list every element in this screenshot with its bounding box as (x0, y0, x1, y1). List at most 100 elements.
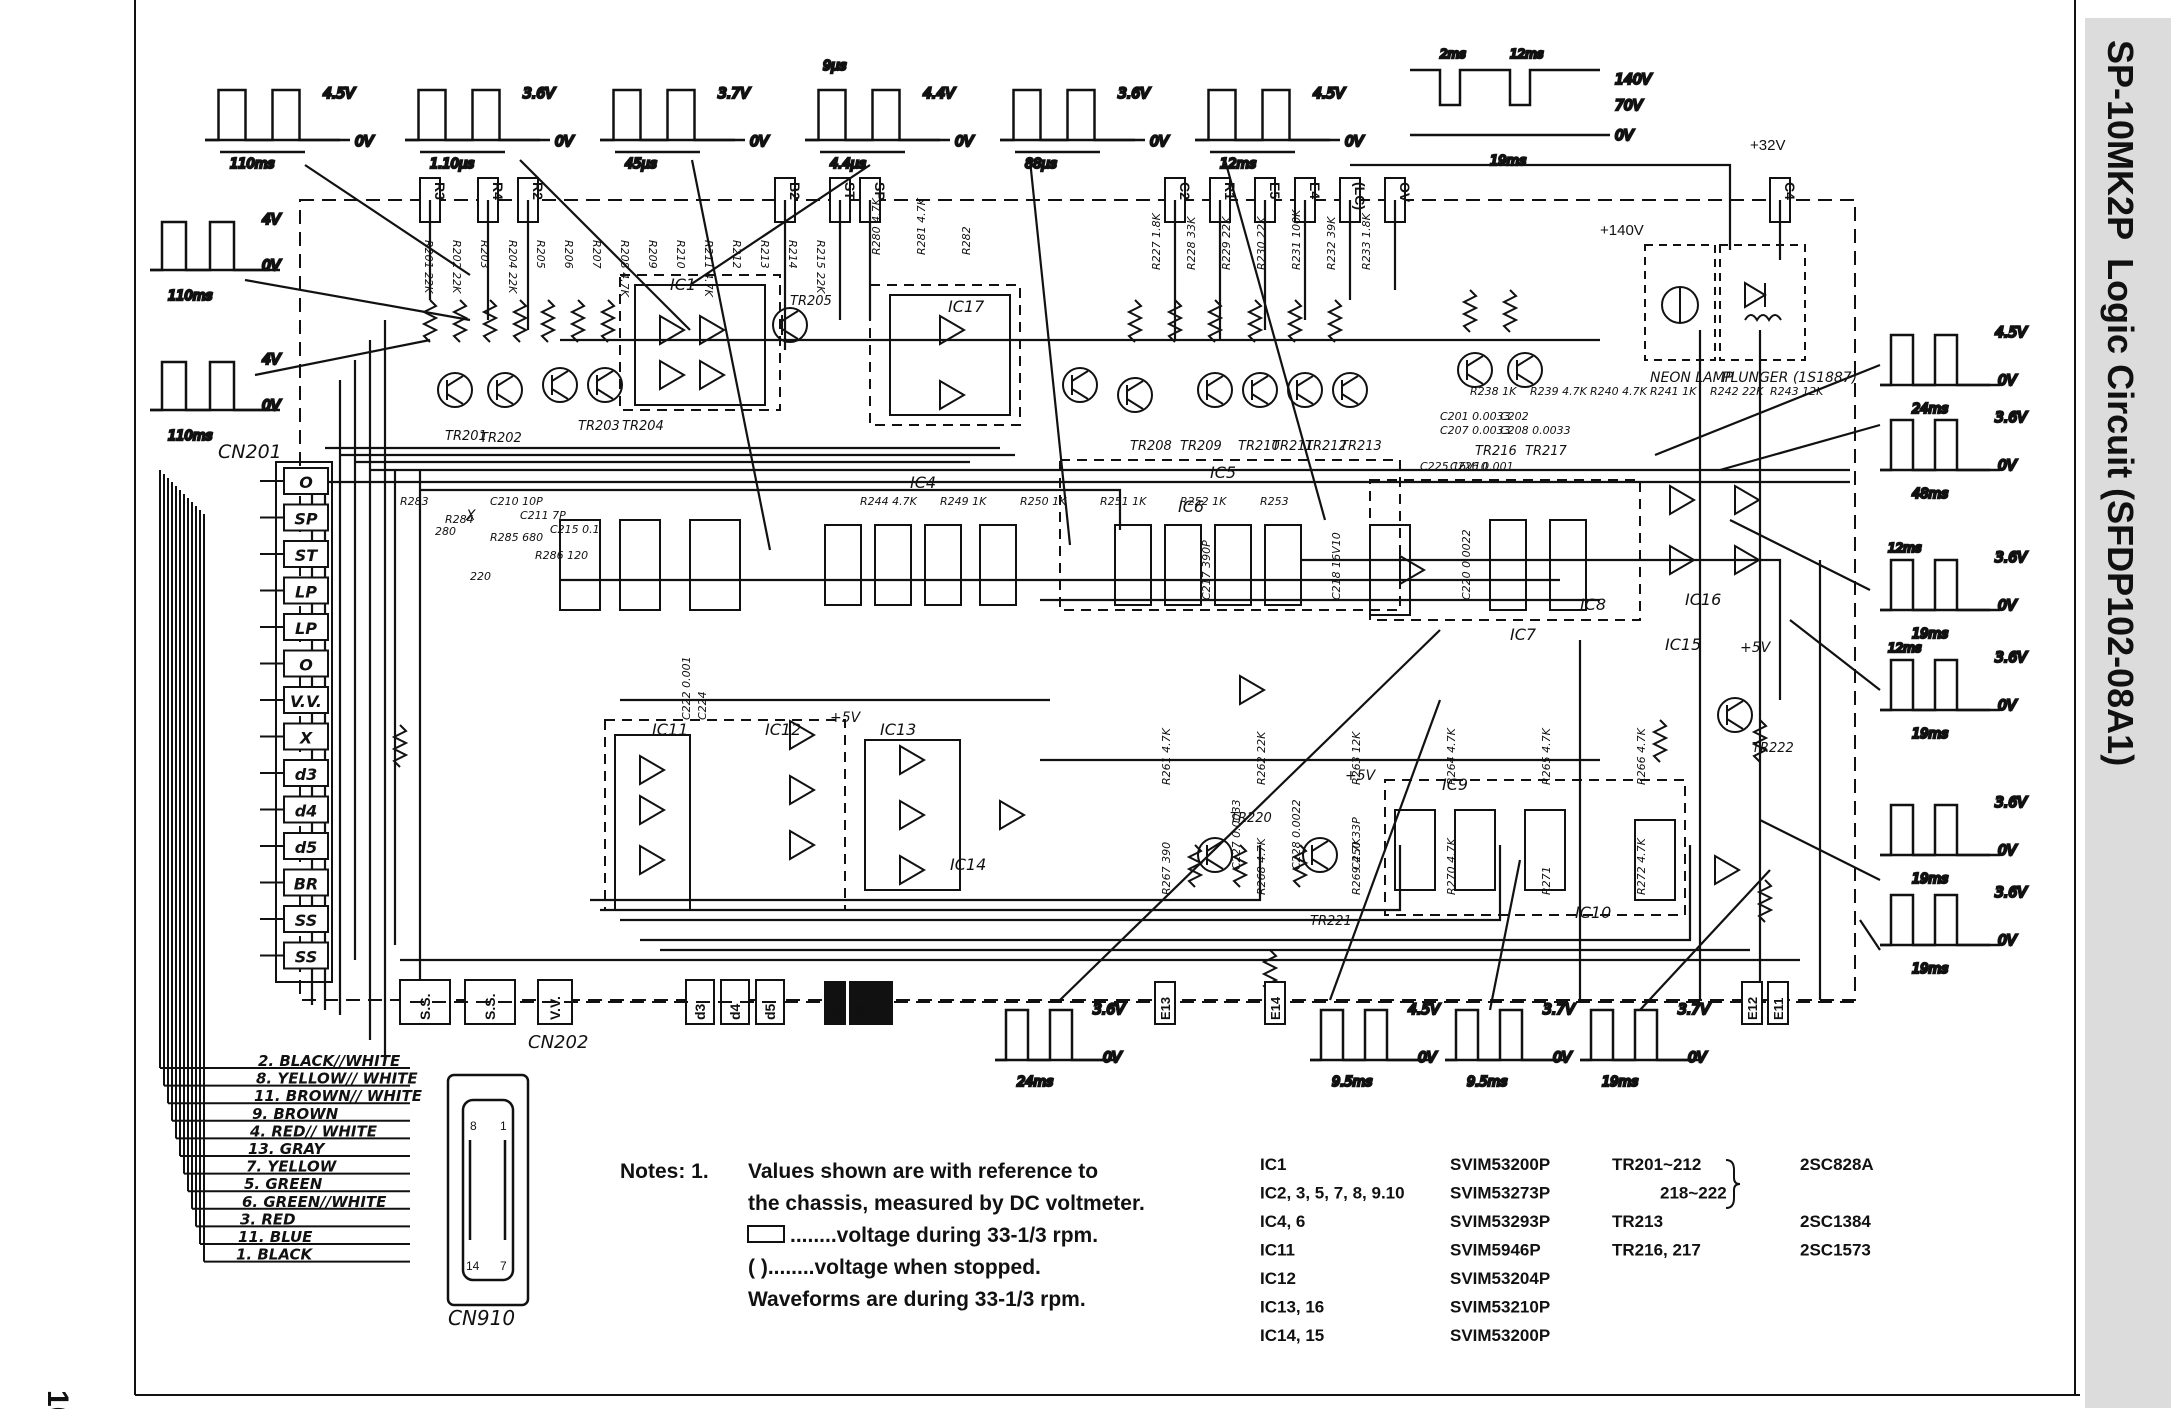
ic-label-ic11: IC11 (652, 720, 688, 739)
logic-gate-22 (999, 799, 1026, 831)
resistor-label-18: R229 22K (1220, 216, 1233, 270)
cn201-pin-13 (283, 905, 329, 933)
top-waveform-2-low: 0V (555, 134, 575, 150)
resistor-label-2: R202 22K (450, 240, 463, 294)
right-waveform-1-low: 0V (1998, 373, 2018, 389)
resistor-label-31: R250 1K (1020, 495, 1067, 508)
bottom-terminal-3-box (871, 981, 893, 1025)
bottom-terminal-5-box (1264, 981, 1286, 1025)
resistor-label-25: R240 4.7K (1590, 385, 1648, 398)
ic-label-ic9: IC9 (1442, 775, 1468, 794)
resistor-label-3: R203 (478, 240, 491, 269)
transistor-15 (1302, 837, 1338, 873)
capacitor-label-8: C217 390P (1200, 540, 1213, 600)
resistor-label-44: R270 4.7K (1445, 837, 1458, 895)
wire-color-9: 6. GREEN//WHITE (242, 1193, 387, 1211)
ic-b-block (619, 519, 661, 611)
capacitor-label-14: C226 0.001 (1450, 460, 1514, 473)
top-waveform-5-low: 0V (1150, 134, 1170, 150)
top-waveform-4-period: 4.4μs (830, 157, 866, 172)
parts-ref-4: IC11 (1260, 1241, 1295, 1260)
resistor-symbol-17 (1231, 844, 1249, 888)
ic9-a (1394, 809, 1436, 891)
resistor-symbol-9 (1166, 299, 1184, 343)
notes-line3: ........voltage during 33-1/3 rpm. (790, 1224, 1098, 1247)
transistor-label-tr205: TR205 (790, 294, 832, 309)
transistor-6-body (1071, 370, 1089, 400)
ic-label-ic1: IC1 (670, 275, 696, 294)
wire-color-5: 4. RED// WHITE (249, 1122, 378, 1140)
top-waveform-7-low: 0V (1615, 128, 1635, 144)
right-waveform-6 (1880, 893, 1990, 947)
resistor-label-35: R261 4.7K (1160, 727, 1173, 785)
bottom-terminal-3-label: E8 (875, 1004, 890, 1020)
ic1-block (634, 284, 766, 406)
parts-ref-5: IC12 (1260, 1269, 1296, 1288)
logic-gate-11 (1734, 484, 1761, 516)
tr-ref-4: TR216, 217 (1612, 1241, 1701, 1260)
supply-5v-label-3: +5V (1740, 640, 1772, 656)
resistor-label-45: R271 (1540, 866, 1553, 895)
logic-gate-15 (639, 844, 666, 876)
logic-gate-19 (899, 744, 926, 776)
tr-table-brace (1725, 1159, 1741, 1209)
cn201-label: CN201 (218, 441, 282, 463)
right-waveform-3-pulse: 12ms (1888, 541, 1921, 555)
cn202-label: CN202 (528, 1032, 588, 1053)
top-terminal-13-label: C4 (1782, 182, 1798, 200)
bottom-terminal-4-label: E13 (1158, 997, 1173, 1020)
cn201-pin-4 (283, 576, 329, 605)
cn201-pin-3-label: ST (295, 546, 319, 565)
top-waveform-4-pulse: 9μs (823, 59, 847, 74)
resistor-label-41: R267 390 (1160, 842, 1173, 895)
top-waveform-7-period: 19ms (1490, 154, 1526, 169)
bottom-terminal-1-box (824, 981, 846, 1025)
resistor-symbol-20 (1751, 719, 1769, 763)
top-waveform-4 (805, 88, 940, 142)
ic9-ic10-group (1384, 779, 1686, 916)
ic-label-ic7: IC7 (1510, 625, 1537, 644)
resistor-label-12: R212 (730, 240, 743, 269)
resistor-symbol-4 (511, 299, 529, 343)
wire-color-12: 1. BLACK (236, 1246, 314, 1264)
top-terminal-3-label: R2 (530, 182, 546, 200)
right-waveform-2-period: 48ms (1912, 487, 1948, 502)
resistor-label-46: R272 4.7K (1635, 837, 1648, 895)
bottom-terminal-2-label: E9 (853, 1004, 868, 1020)
parts-ref-2: IC2, 3, 5, 7, 8, 9.10 (1260, 1184, 1405, 1203)
resistor-label-27: R242 22K (1710, 385, 1764, 398)
parts-ref-3: IC4, 6 (1260, 1212, 1305, 1231)
ic4-d (979, 524, 1017, 606)
resistor-label-49: R282 (960, 226, 973, 255)
bottom-terminal-1-label: E10 (828, 997, 843, 1020)
resistor-symbol-8 (1126, 299, 1144, 343)
parts-part-6: SVIM53210P (1450, 1298, 1550, 1317)
transistor-label-tr211: TR211 (1272, 439, 1314, 454)
bottom-waveform-1-high: 3.6V (1093, 1002, 1126, 1018)
resistor-symbol-1 (421, 299, 439, 343)
bottom-terminal-2-box (849, 981, 871, 1025)
cn910-pin-14: 14 (466, 1259, 480, 1273)
top-waveform-1-low: 0V (355, 134, 375, 150)
plunger-label: PLUNGER (1S1887) (1722, 370, 1857, 386)
capacitor-label-1: C201 0.0033 (1440, 410, 1511, 423)
right-waveform-5-low: 0V (1998, 843, 2018, 859)
resistor-label-10: R210 (674, 240, 687, 269)
resistor-label-28: R243 12K (1770, 385, 1824, 398)
bottom-waveform-1-period: 24ms (1017, 1075, 1053, 1090)
cn910-plug (446, 1073, 530, 1307)
capacitor-label-9: C218 16V10 (1330, 532, 1343, 600)
cn201-pin-5-label: LP (295, 619, 317, 638)
ic4-b (874, 524, 912, 606)
tr-part-1: 2SC828A (1800, 1155, 1874, 1174)
cn201-pin-14 (283, 941, 329, 970)
resistor-label-14: R214 (786, 240, 799, 269)
top-waveform-1-high: 4.5V (323, 86, 356, 102)
transistor-10 (1287, 372, 1323, 408)
title-strip (2085, 18, 2171, 1408)
notes-line2: the chassis, measured by DC voltmeter. (748, 1192, 1145, 1215)
parts-ref-6: IC13, 16 (1260, 1298, 1324, 1317)
